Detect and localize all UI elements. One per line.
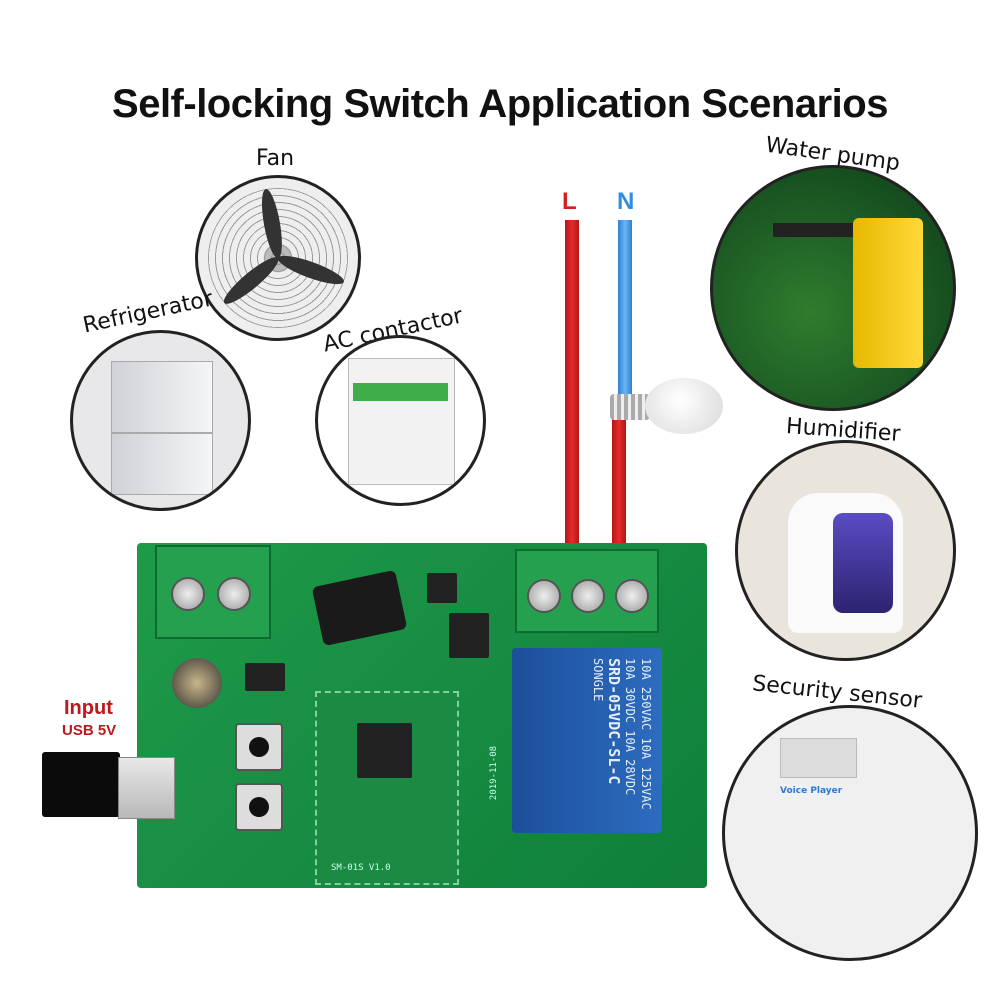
humidifier-image (735, 440, 956, 661)
usb-cable (42, 752, 120, 817)
bulb-socket (610, 394, 650, 420)
water-pump-image (710, 165, 956, 411)
light-bulb-icon (645, 378, 723, 434)
ic-chip (427, 573, 457, 603)
micro-usb-plug (118, 757, 175, 819)
humidifier-panel (833, 513, 893, 613)
contactor-green-strip (353, 383, 448, 401)
relay-markings: 10A 250VAC 10A 125VAC 10A 30VDC 10A 28VD… (512, 648, 662, 833)
scenario-label-fan: Fan (256, 146, 295, 171)
input-sublabel: USB 5V (62, 722, 117, 739)
ac-contactor-image (315, 335, 486, 506)
rf-antenna-coil (311, 569, 408, 647)
ic-chip (449, 613, 489, 658)
relay-model: SRD-05VDC-SL-C (605, 658, 623, 785)
terminal-screw (571, 579, 605, 613)
contactor-body (348, 358, 455, 485)
live-wire (565, 220, 579, 550)
page-title: Self-locking Switch Application Scenario… (112, 82, 888, 126)
input-terminal-block (155, 545, 271, 639)
fridge-lower-door (111, 433, 213, 495)
relay-brand: SONGLE (591, 658, 605, 702)
fan-image (195, 175, 361, 341)
live-wire-label: L (562, 188, 577, 215)
relay-board: SM-01S V1.0 2019-11-08 10A 250VAC 10A 12… (137, 543, 707, 888)
capacitor (172, 658, 222, 708)
neutral-wire-label: N (617, 188, 635, 215)
relay-rating-1: 10A 250VAC 10A 125VAC (639, 658, 653, 810)
neutral-wire (618, 220, 632, 395)
refrigerator-image (70, 330, 251, 511)
relay: 10A 250VAC 10A 125VAC 10A 30VDC 10A 28VD… (512, 648, 662, 833)
module-label: SM-01S V1.0 (331, 863, 391, 873)
wifi-chip (357, 723, 412, 778)
terminal-screw (527, 579, 561, 613)
reset-button[interactable] (235, 783, 283, 831)
relay-rating-2: 10A 30VDC 10A 28VDC (623, 658, 637, 796)
board-date-label: 2019-11-08 (489, 745, 500, 801)
input-label: Input (64, 697, 113, 719)
pump-tank (853, 218, 923, 368)
terminal-screw (615, 579, 649, 613)
terminal-screw (171, 577, 205, 611)
security-sensor-image: Voice Player (722, 705, 978, 961)
load-wire (612, 415, 626, 550)
terminal-screw (217, 577, 251, 611)
wifi-module: SM-01S V1.0 (315, 691, 459, 885)
sensor-window (780, 738, 857, 778)
fridge-upper-door (111, 361, 213, 433)
output-terminal-block (515, 549, 659, 633)
pairing-button[interactable] (235, 723, 283, 771)
ic-chip (245, 663, 285, 691)
sensor-device-text: Voice Player (780, 786, 843, 796)
